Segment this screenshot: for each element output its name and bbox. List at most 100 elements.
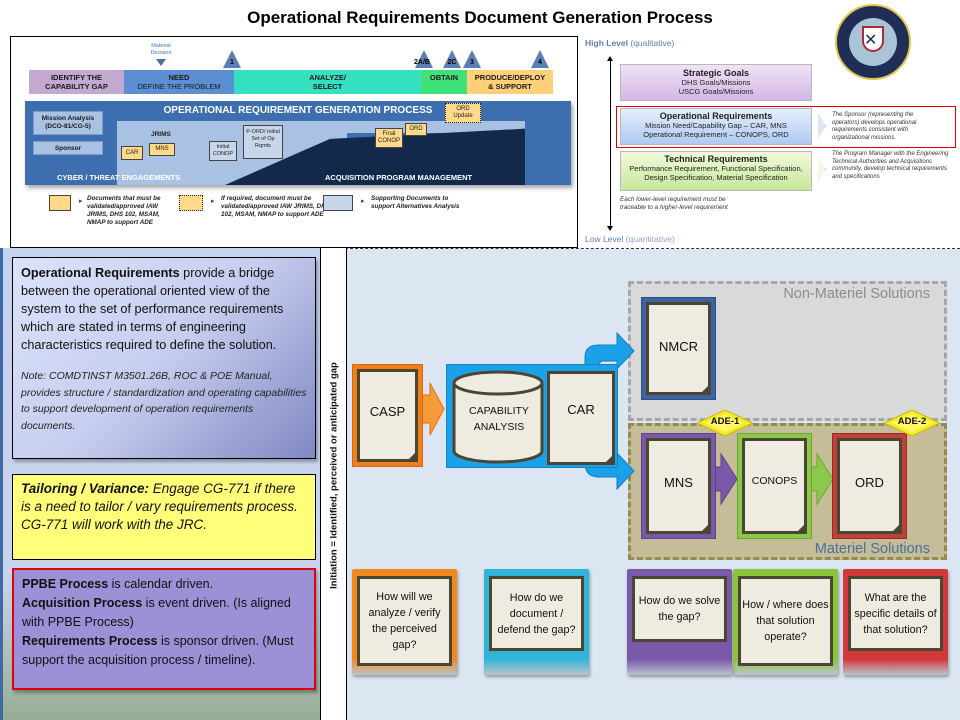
phase-label-line2: CAPABILITY GAP bbox=[45, 82, 108, 91]
doc-ord-update: ORD Update bbox=[445, 103, 481, 123]
question-text: How do we document / defend the gap? bbox=[489, 576, 584, 651]
level-axis-line bbox=[610, 58, 611, 228]
legend-bullet-icon: ▸ bbox=[211, 197, 215, 205]
high-level-label: High Level (qualitative) bbox=[585, 38, 674, 48]
operational-note: The Sponsor (representing the operators)… bbox=[832, 112, 917, 141]
acquisition-bold: Acquisition Process bbox=[22, 596, 143, 610]
question-solution-details: What are the specific details of that so… bbox=[843, 569, 948, 675]
ord-frame: ORD bbox=[832, 433, 907, 539]
question-text: How do we solve the gap? bbox=[632, 576, 727, 642]
jrims-label: JRIMS bbox=[151, 131, 171, 138]
phase-label-line1: PRODUCE/DEPLOY bbox=[474, 73, 546, 82]
legend-swatch-dotted-yellow bbox=[179, 195, 203, 211]
question-solve-gap: How do we solve the gap? bbox=[627, 569, 732, 675]
diamond-icon bbox=[882, 409, 942, 437]
nmcr-label: NMCR bbox=[659, 339, 698, 354]
operational-requirements-box: Operational Requirements Mission Need/Ca… bbox=[620, 108, 812, 145]
milestone-2ab-label: 2A/B bbox=[414, 59, 430, 66]
info-main-text: Operational Requirements provide a bridg… bbox=[21, 264, 307, 354]
axis-arrow-down-icon bbox=[607, 226, 613, 231]
technical-requirements-title: Technical Requirements bbox=[664, 154, 768, 164]
page-fold-icon bbox=[699, 383, 711, 395]
mns-frame: MNS bbox=[641, 433, 716, 539]
mns-label: MNS bbox=[664, 475, 693, 490]
capability-analysis-container: CAPABILITY ANALYSIS CAR bbox=[446, 364, 618, 468]
operational-requirements-info: Operational Requirements provide a bridg… bbox=[12, 257, 316, 459]
capability-analysis-label: CAPABILITY ANALYSIS bbox=[469, 405, 529, 433]
high-level-text: High Level bbox=[585, 38, 628, 48]
technical-requirements-line2: Design Specification, Material Specifica… bbox=[644, 173, 788, 182]
shield-icon bbox=[862, 26, 884, 52]
operational-requirements-title: Operational Requirements bbox=[659, 111, 773, 121]
material-decision-label: Material Decision bbox=[150, 43, 172, 56]
chevron-right-icon bbox=[818, 113, 826, 139]
car-document: CAR bbox=[547, 371, 615, 465]
arrow-casp-to-analysis-icon bbox=[419, 382, 445, 436]
ppbe-text: is calendar driven. bbox=[108, 577, 214, 591]
low-level-qualifier: (quantitative) bbox=[625, 234, 675, 244]
legend-bullet-icon: ▸ bbox=[361, 197, 365, 205]
doc-initial-conop: Initial CONOP bbox=[209, 141, 237, 161]
milestone-1-label: 1 bbox=[230, 59, 234, 66]
phase-label-line1: NEED bbox=[168, 73, 190, 82]
legend-swatch-solid-blue bbox=[323, 195, 353, 211]
low-level-text: Low Level bbox=[585, 234, 624, 244]
cyber-label: CYBER / THREAT ENGAGEMENTS bbox=[57, 173, 181, 182]
phase-need: NEED DEFINE THE PROBLEM bbox=[124, 70, 234, 94]
traceability-note: Each lower-level requirement must be tra… bbox=[620, 196, 728, 211]
strategic-goals-line1: DHS Goals/Missions bbox=[681, 78, 751, 87]
phase-label-line1: ANALYZE/ bbox=[309, 73, 346, 82]
sponsor-box: Sponsor bbox=[33, 141, 103, 155]
nmcr-frame: NMCR bbox=[641, 297, 716, 400]
doc-pord: P-ORD/ Initial Set of Op Rqmts bbox=[243, 125, 283, 159]
technical-requirements-box: Technical Requirements Performance Requi… bbox=[620, 151, 812, 191]
ade-1-label: ADE-1 bbox=[710, 416, 740, 427]
acquisition-line: Acquisition Process is event driven. (Is… bbox=[22, 594, 306, 632]
milestone-3-icon bbox=[463, 50, 481, 68]
info-main-bold: Operational Requirements bbox=[21, 266, 180, 280]
info-panel: Operational Requirements provide a bridg… bbox=[0, 248, 320, 720]
uscg-seal-logo: ✕ bbox=[835, 4, 911, 80]
high-level-qualifier: (qualitative) bbox=[630, 38, 675, 48]
phase-produce-deploy: PRODUCE/DEPLOY & SUPPORT bbox=[467, 70, 553, 94]
axis-arrow-up-icon bbox=[607, 56, 613, 61]
orgp-title: OPERATIONAL REQUIREMENT GENERATION PROCE… bbox=[163, 105, 433, 116]
ppbe-line: PPBE Process is calendar driven. bbox=[22, 575, 306, 594]
requirements-line: Requirements Process is sponsor driven. … bbox=[22, 632, 306, 670]
non-materiel-label: Non-Materiel Solutions bbox=[783, 286, 930, 302]
ppbe-bold: PPBE Process bbox=[22, 577, 109, 591]
doc-car: CAR bbox=[121, 146, 143, 160]
legend-text-supporting: Supporting Documents to support Alternat… bbox=[371, 195, 460, 210]
technical-requirements-line1: Performance Requirement, Functional Spec… bbox=[629, 164, 803, 173]
milestone-2ab-icon bbox=[415, 50, 433, 68]
phase-identify-gap: IDENTIFY THE CAPABILITY GAP bbox=[29, 70, 124, 94]
phase-label-line2: DEFINE THE PROBLEM bbox=[137, 82, 221, 91]
crossed-keys-icon: ✕ bbox=[864, 30, 878, 49]
database-cylinder-icon bbox=[452, 370, 544, 464]
milestone-2c-label: 2C bbox=[447, 59, 457, 66]
casp-label: CASP bbox=[369, 404, 406, 419]
phase-analyze-select: ANALYZE/ SELECT bbox=[234, 70, 421, 94]
tailoring-variance-box: Tailoring / Variance: Engage CG-771 if t… bbox=[12, 474, 316, 560]
phase-label-line2: SELECT bbox=[312, 82, 343, 91]
operational-requirements-line2: Operational Requirement – CONOPS, ORD bbox=[643, 130, 789, 139]
requirements-text: is sponsor driven. (Must support the acq… bbox=[22, 634, 294, 667]
doc-final-conop: Final CONOP bbox=[375, 128, 403, 148]
apm-label: ACQUISITION PROGRAM MANAGEMENT bbox=[325, 173, 473, 182]
legend-text-if-required: If required, document must be validated/… bbox=[221, 195, 330, 218]
car-label: CAR bbox=[567, 402, 595, 417]
flow-arrows bbox=[419, 331, 834, 506]
material-decision-marker-icon bbox=[156, 59, 166, 66]
mission-analysis-box: Mission Analysis (DCO-81/CG-5) bbox=[33, 111, 103, 135]
question-text: How / where does that solution operate? bbox=[738, 576, 833, 666]
materiel-label: Materiel Solutions bbox=[814, 541, 930, 557]
conops-frame: CONOPS bbox=[737, 433, 812, 539]
conops-label: CONOPS bbox=[751, 475, 798, 487]
diamond-icon bbox=[695, 409, 755, 437]
low-level-label: Low Level (quantitative) bbox=[585, 234, 675, 244]
legend-bullet-icon: ▸ bbox=[79, 197, 83, 205]
milestone-4-icon bbox=[531, 50, 549, 68]
legend-swatch-solid-yellow bbox=[49, 195, 71, 211]
legend-text-required: Documents that must be validated/approve… bbox=[87, 195, 161, 226]
question-document-gap: How do we document / defend the gap? bbox=[484, 569, 589, 675]
